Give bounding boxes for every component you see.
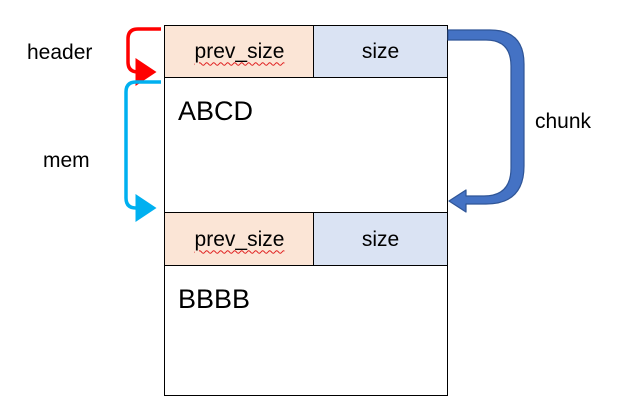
chunk-label: chunk: [535, 110, 592, 133]
header-arrow-icon: [126, 27, 161, 86]
chunk1-size-field: size: [314, 25, 447, 78]
chunk2-prev-size-label: prev_size: [194, 227, 285, 251]
chunk1-size-label: size: [361, 39, 400, 63]
chunk2-prev-size-field: prev_size: [165, 213, 314, 266]
chunk2-size-label: size: [361, 227, 400, 251]
header-label: header: [27, 41, 93, 64]
chunk2-data-text: BBBB: [178, 284, 251, 314]
chunk1-header-divider: [164, 77, 448, 78]
chunk1-field-divider: [313, 25, 314, 78]
chunk-arrow-icon: [447, 29, 525, 213]
chunk1-data-text: ABCD: [178, 96, 254, 126]
mem-arrow-icon: [124, 80, 161, 222]
chunk2-size-field: size: [314, 213, 447, 266]
chunk1-prev-size-field: prev_size: [165, 25, 314, 78]
chunk-boundary-divider: [164, 212, 448, 213]
chunk2-field-divider: [313, 212, 314, 266]
mem-label: mem: [43, 149, 90, 172]
chunk1-prev-size-label: prev_size: [194, 39, 285, 63]
chunk2-header-divider: [164, 265, 448, 266]
